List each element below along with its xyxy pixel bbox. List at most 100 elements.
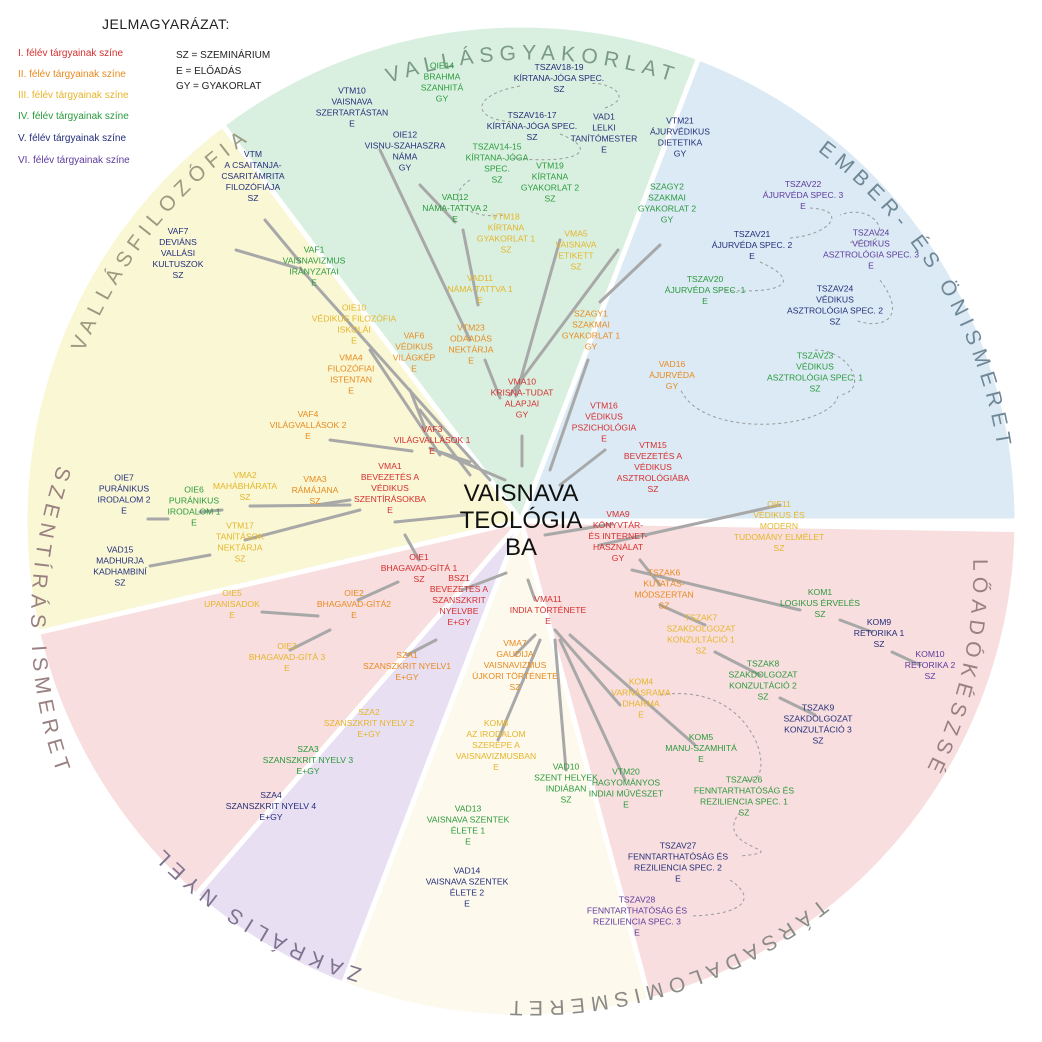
connector-line — [393, 513, 467, 524]
sector-vallasgyakorlat — [218, 22, 702, 527]
connector-line — [514, 238, 562, 398]
connector-line — [243, 508, 362, 542]
legend-semester-1: I. félév tárgyainak színe — [18, 48, 124, 59]
connector-line — [148, 553, 212, 568]
legend-semester-4: IV. félév tárgyainak színe — [18, 111, 129, 122]
sector-eloadokeszseg — [517, 518, 1020, 1004]
connector-line — [198, 508, 224, 514]
legend-semester-3: III. félév tárgyainak színe — [18, 90, 129, 101]
connector-line — [598, 243, 662, 304]
connector-line — [553, 638, 568, 772]
connector-line — [558, 448, 607, 487]
center-line-2: TEOLÓGIA — [460, 507, 583, 534]
connector-line — [838, 618, 874, 634]
sector-vallasfilozofia — [22, 121, 526, 636]
connector-line — [298, 266, 492, 482]
connector-line — [630, 568, 802, 612]
dashed-link — [814, 349, 856, 396]
connector-line — [428, 446, 507, 482]
connector-line — [638, 558, 662, 587]
connector-line — [496, 638, 542, 742]
dashed-link — [457, 179, 506, 217]
legend-semester-6: VI. félév tárgyainak színe — [18, 155, 130, 166]
center-line-3: BA — [505, 534, 537, 561]
connector-line — [483, 358, 502, 400]
connector-line — [368, 348, 442, 457]
sector-szakralis-nyelv — [192, 519, 524, 988]
sector-tarsadalomismeret — [340, 512, 653, 1020]
dashed-link — [679, 387, 839, 425]
legend-semester-5: V. félév tárgyainak színe — [18, 133, 127, 144]
dashed-link — [854, 279, 893, 325]
dashed-link — [689, 879, 745, 917]
legend-abbr-sz: SZ = SZEMINÁRIUM — [176, 50, 271, 61]
sector-szentiras-ismeret — [34, 516, 528, 899]
connector-line — [713, 650, 762, 677]
connector-line — [248, 503, 352, 508]
dashed-link — [589, 82, 620, 109]
dashed-link — [509, 133, 581, 161]
connector-line — [508, 248, 620, 397]
center-line-1: VAISNAVA — [464, 480, 579, 507]
connector-line — [408, 388, 427, 430]
connector-line — [461, 228, 480, 307]
connector-line — [328, 438, 414, 453]
legend-semester-2: II. félév tárgyainak színe — [18, 69, 126, 80]
connector-line — [263, 218, 302, 264]
connector-line — [553, 628, 622, 707]
dashed-link — [719, 261, 784, 292]
connector-line — [314, 498, 352, 507]
